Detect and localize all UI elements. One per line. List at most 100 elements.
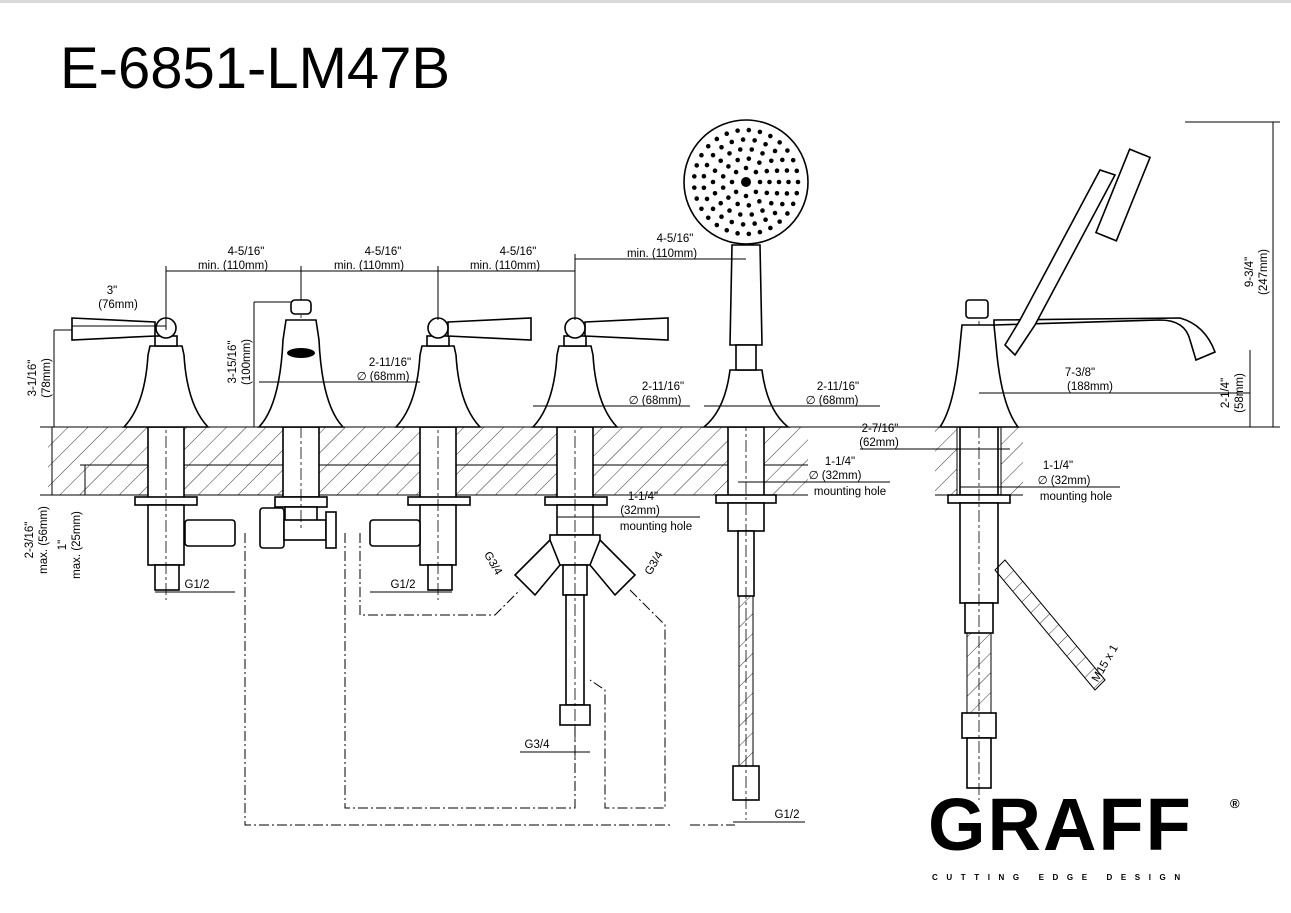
spray-nozzle-dot	[777, 140, 782, 145]
spray-nozzle-dot	[719, 144, 724, 150]
spray-nozzle-dot	[764, 168, 770, 174]
spray-nozzle-dot	[757, 199, 762, 204]
spray-nozzle-dot	[718, 158, 724, 164]
spray-nozzle-dot	[768, 225, 773, 231]
dim-handle-height-mm: (78mm)	[41, 358, 53, 398]
spray-nozzle-dot	[794, 168, 800, 174]
dim-deck-thin-in: 1"	[57, 540, 69, 550]
spray-nozzle-dot	[757, 229, 763, 235]
post-left-handle	[134, 310, 236, 600]
trim-left-handle	[71, 317, 210, 428]
spray-nozzle-dot	[737, 212, 743, 217]
spray-nozzle-dot	[772, 210, 778, 216]
dim-hole-side-mm: ∅ (32mm)	[1038, 475, 1091, 487]
trim-handshower	[683, 119, 809, 428]
spray-nozzle-dot	[737, 147, 743, 152]
spray-nozzle-dot	[763, 141, 768, 147]
graff-logo: GRAFF ® CUTTING EDGE DESIGN	[928, 783, 1240, 882]
dim-base-dia-2-mm: ∅ (68mm)	[629, 395, 682, 407]
thread-g34-left: G3/4	[481, 550, 504, 578]
spray-nozzle-dot	[714, 136, 720, 142]
post-tub-spout	[259, 300, 337, 549]
spray-nozzle-dot	[790, 201, 796, 207]
spray-nozzle-dot	[752, 138, 757, 143]
spray-nozzle-dot	[740, 137, 746, 142]
dim-spacing-2-in: 4-5/16"	[365, 246, 402, 258]
dim-overall-height-mm: (247mm)	[1258, 249, 1270, 295]
spray-nozzle-dot	[749, 147, 755, 152]
dim-spacing-1-mm: min. (110mm)	[198, 260, 268, 272]
spray-nozzle-dot	[694, 196, 700, 201]
spray-nozzle-dot	[704, 162, 710, 168]
spray-nozzle-dot	[767, 179, 772, 185]
post-side-view	[947, 300, 1106, 800]
spray-nozzle-dot	[735, 157, 740, 163]
spray-nozzle-dot	[733, 169, 739, 175]
spray-nozzle-dot	[753, 169, 759, 175]
top-border	[0, 0, 1291, 3]
spray-nozzle-dot	[784, 168, 790, 173]
spray-nozzle-dot	[768, 133, 773, 139]
spray-nozzle-dot	[701, 185, 707, 191]
spray-nozzle-dot	[729, 219, 735, 225]
spray-nozzle-dot	[768, 158, 774, 164]
spray-nozzle-dot	[776, 179, 782, 185]
dim-lever-reach-in: 3"	[107, 285, 117, 297]
spray-nozzle-dot	[746, 231, 752, 237]
dim-overall-height-in: 9-3/4"	[1244, 257, 1256, 287]
dim-hole-2-mm: (32mm)	[620, 505, 660, 517]
trim-side-view	[938, 148, 1217, 428]
spray-nozzle-dot	[752, 221, 757, 226]
deck-section-front	[40, 426, 1280, 496]
spray-nozzle-dot	[757, 160, 762, 165]
spray-nozzle-dot	[718, 200, 724, 206]
dim-hole-side-in: 1-1/4"	[1043, 460, 1073, 472]
spray-nozzle-dot	[729, 179, 735, 185]
thread-g12-hose: G1/2	[775, 809, 800, 821]
trim-spout-front	[257, 299, 345, 428]
spray-nozzle-dot	[692, 185, 697, 190]
spray-nozzle-dot	[712, 168, 718, 174]
spray-nozzle-dot	[746, 127, 752, 133]
spray-nozzle-dot	[727, 151, 732, 156]
spray-nozzle-dot	[786, 179, 791, 185]
spray-nozzle-dot	[780, 201, 785, 207]
spray-nozzle-dot	[692, 174, 697, 179]
spray-nozzle-dot	[757, 179, 763, 185]
thread-g34-right: G3/4	[643, 549, 666, 577]
dim-hole-1-in: 1-1/4"	[825, 456, 855, 468]
dim-base-dia-1-in: 2-11/16"	[369, 357, 411, 369]
dim-spacing-1-in: 4-5/16"	[228, 246, 265, 258]
spray-nozzle-dot	[746, 203, 752, 208]
logo-brand: GRAFF	[928, 783, 1193, 866]
spray-nozzle-dot	[743, 193, 749, 199]
dim-side-base-in: 2-7/16"	[862, 423, 899, 435]
spray-nozzle-dot	[727, 208, 732, 213]
dim-spout-reach-mm: (188mm)	[1067, 381, 1113, 393]
dim-spacing-4-in: 4-5/16"	[657, 233, 694, 245]
spray-nozzle-dot	[720, 174, 726, 179]
spray-nozzle-dot	[729, 139, 735, 145]
thread-g34-bottom: G3/4	[525, 739, 551, 751]
thread-g12-a: G1/2	[185, 579, 210, 591]
dim-deck-max-in: 2-3/16"	[24, 522, 36, 559]
dim-hole-2-in: 1-1/4"	[628, 491, 658, 503]
spray-nozzle-dot	[774, 168, 780, 174]
spray-nozzle-dot	[699, 152, 704, 158]
dim-deck-max-mm: max. (56mm)	[38, 506, 50, 574]
dim-spout-reach-in: 7-3/8"	[1065, 367, 1095, 379]
spray-nozzle-dot	[746, 156, 752, 161]
spray-nozzle-dot	[780, 157, 785, 163]
spray-nozzle-dot	[749, 212, 755, 217]
spray-nozzle-dot	[724, 228, 730, 233]
spray-nozzle-dot	[724, 131, 730, 136]
spray-nozzle-dot	[726, 195, 731, 200]
dim-spout-height-mm: (100mm)	[241, 339, 253, 385]
dimension-lines	[51, 121, 1280, 823]
dim-hole-1-mm: ∅ (32mm)	[809, 470, 862, 482]
spray-nozzle-dot	[714, 222, 720, 228]
dim-spacing-4-mm: min. (110mm)	[627, 248, 697, 260]
dim-spout-height-in: 3-15/16"	[227, 340, 239, 383]
trim-right-handle	[394, 317, 532, 428]
spray-nozzle-dot	[760, 208, 765, 213]
